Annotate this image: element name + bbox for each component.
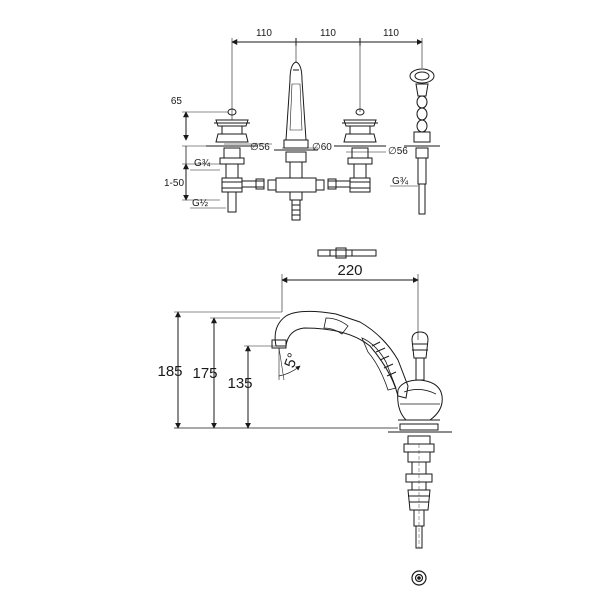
dim-65-label: 65 — [171, 96, 183, 107]
side-handle-knob — [411, 331, 429, 381]
height-185-label: 185 — [157, 363, 182, 380]
height-175-label: 175 — [192, 365, 217, 382]
deck-range-label: 1-50 — [164, 178, 184, 189]
angle-label: 5° — [281, 351, 302, 370]
side-body-base — [388, 379, 452, 433]
side-view — [174, 274, 452, 549]
dim-spacing-middle: 110 — [320, 28, 336, 39]
left-vertical-dimensions — [182, 111, 418, 209]
thread-left-upper-label: G¾ — [194, 158, 211, 169]
reach-dimension — [281, 274, 419, 340]
side-spout — [271, 310, 409, 399]
dia-center-label: ∅60 — [312, 142, 332, 153]
dim-spacing-right: 110 — [383, 28, 399, 39]
center-spout — [267, 61, 325, 221]
connector-plan-detail — [317, 247, 377, 259]
spacing-dimension — [231, 38, 423, 120]
top-view — [182, 38, 440, 221]
height-135-label: 135 — [227, 375, 252, 392]
hand-shower — [404, 68, 440, 215]
side-underside-stack — [403, 435, 435, 549]
reach-label: 220 — [337, 262, 362, 279]
thread-left-lower-label: G½ — [192, 198, 209, 209]
thread-right-label: G¾ — [392, 176, 409, 187]
dim-spacing-left: 110 — [256, 28, 272, 39]
drain-symbol — [411, 570, 427, 586]
height-dimensions — [174, 311, 398, 429]
left-cross-handle-valve — [206, 108, 265, 213]
right-cross-handle-valve — [327, 108, 386, 193]
dia-left-label: ∅56 — [250, 142, 270, 153]
dia-right-label: ∅56 — [388, 146, 408, 157]
